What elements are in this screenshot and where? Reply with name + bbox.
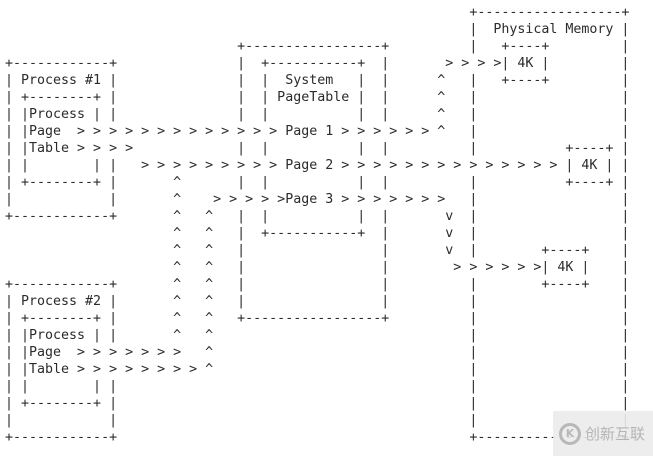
diagram-line: +------------+ ^ ^ | | | +----+ |	[5, 277, 630, 292]
diagram-line: ^ ^ | | > > > > > >| 4K | |	[5, 260, 630, 275]
diagram-line: ^ ^ | +-----------+ | v | |	[5, 226, 630, 241]
diagram-line: | |Table > > > > > > > > ^ | |	[5, 362, 630, 377]
watermark: K 创新互联	[553, 411, 653, 456]
diagram-line: | +--------+ | | | PageTable | | ^ | |	[5, 90, 630, 105]
watermark-logo-icon: K	[559, 422, 581, 445]
diagram-line: | +--------+ | ^ | | | | | +----+ |	[5, 175, 630, 190]
diagram-line: | | | | | |	[5, 379, 630, 394]
diagram-line: +-----------------+ | +----+ |	[5, 39, 630, 54]
diagram-line: ^ ^ | | v | +----+ |	[5, 243, 630, 258]
diagram-line-page-3: | | ^ > > > > >Page 3 > > > > > > > | |	[5, 192, 630, 207]
diagram-line-physical-memory-title: | Physical Memory |	[5, 22, 630, 37]
diagram-line: | +--------+ | ^ ^ +-----------------+ |…	[5, 311, 630, 326]
diagram-line: +------------+ +------------------+	[5, 430, 630, 445]
diagram-line-page-2: | | | | > > > > > > > > > Page 2 > > > >…	[5, 158, 630, 173]
diagram-line: +------------+ ^ ^ | | | | v | |	[5, 209, 630, 224]
diagram-line: +------------+ | +-----------+ | > > > >…	[5, 56, 630, 71]
diagram-line: | |Table > > > > | | | | | +----+ |	[5, 141, 630, 156]
ascii-memory-diagram: +------------------+ | Physical Memory |…	[5, 4, 629, 446]
diagram-line: | | | |	[5, 413, 630, 428]
diagram-line: | |Process | | | | | | ^ | |	[5, 107, 630, 122]
diagram-line: | |Process | | ^ ^ | |	[5, 328, 630, 343]
diagram-line: +------------------+	[5, 5, 630, 20]
diagram-line: | |Page > > > > > > > ^ | |	[5, 345, 630, 360]
diagram-line-page-1: | |Page > > > > > > > > > > > > > Page 1…	[5, 124, 630, 139]
watermark-text: 创新互联	[585, 425, 646, 443]
diagram-line-process-1-title: | Process #1 | | | System | | ^ | +----+…	[5, 73, 630, 88]
diagram-line-process-2-title: | Process #2 | ^ ^ | | | |	[5, 294, 630, 309]
diagram-line: | +--------+ | | |	[5, 396, 630, 411]
